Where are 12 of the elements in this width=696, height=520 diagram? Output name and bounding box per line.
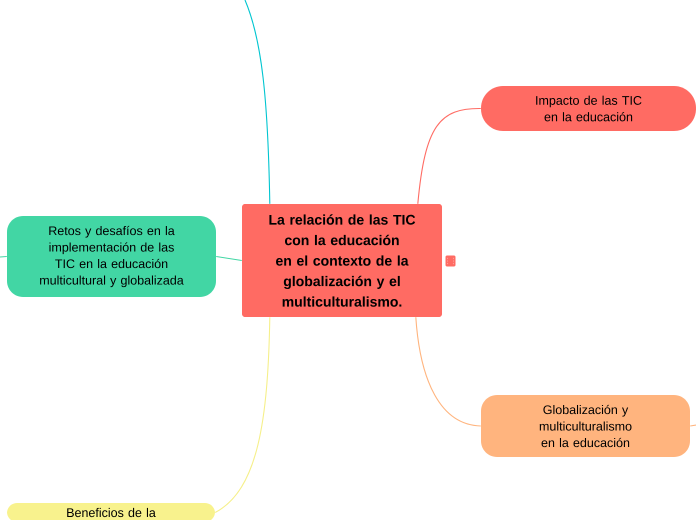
topic-box: Globalización y multiculturalismo en la educación [481,395,690,457]
topic-box: Retos y desafíos en la implementación de las TIC en la educación multicultural y globalizada [7,216,216,297]
topic-box: Beneficios de la [7,503,215,520]
topic-box: Impacto de las TIC en la educación [481,86,696,131]
connector-line [690,424,696,427]
central-topic-box: La relación de las TIC con la educación en el contexto de la globalización y el multiculturalismo. [242,204,442,317]
connector-line [0,256,7,258]
connector-line [417,108,481,204]
connector-line [415,317,481,427]
connector-line [216,256,242,262]
connector-line [244,0,270,204]
connector-line [214,317,270,513]
